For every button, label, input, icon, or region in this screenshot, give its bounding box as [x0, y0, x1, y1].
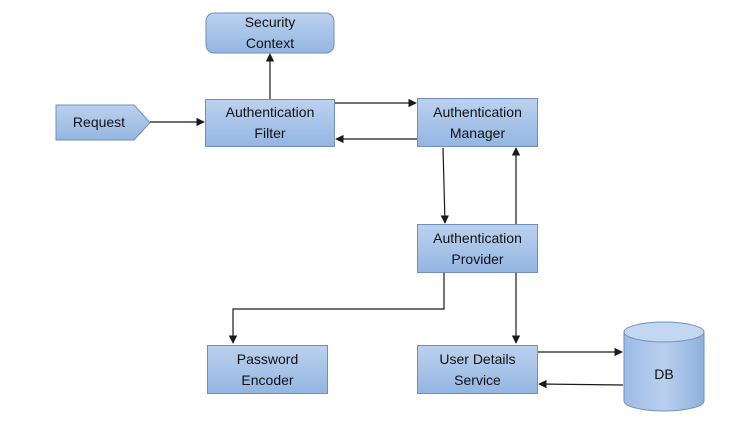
security-context-node: Security Context	[206, 13, 334, 53]
edge-manager-to-provider	[440, 147, 449, 224]
db-label: DB	[654, 365, 674, 382]
db-cylinder	[623, 321, 705, 412]
edge-db-to-user-details	[538, 379, 624, 389]
edge-provider-to-password-encoder	[228, 273, 445, 344]
request-node: Request	[56, 105, 142, 140]
authentication-provider-node: Authentication Provider	[417, 224, 538, 273]
security-context-label: Security Context	[244, 14, 296, 51]
authentication-manager-label: Authentication Manager	[433, 103, 522, 141]
password-encoder-label: Password Encoder	[236, 350, 299, 388]
user-details-service-label: User Details Service	[439, 350, 516, 388]
authentication-filter-node: Authentication Filter	[205, 99, 335, 147]
security-context-shape	[205, 12, 335, 54]
password-encoder-node: Password Encoder	[207, 345, 328, 394]
user-details-service-node: User Details Service	[417, 345, 538, 394]
authentication-provider-label: Authentication Provider	[433, 229, 522, 267]
authentication-filter-label: Authentication Filter	[225, 104, 315, 141]
request-shape	[55, 104, 151, 141]
db-node: DB	[624, 352, 704, 396]
authentication-manager-node: Authentication Manager	[417, 98, 538, 147]
request-label: Request	[72, 114, 126, 130]
